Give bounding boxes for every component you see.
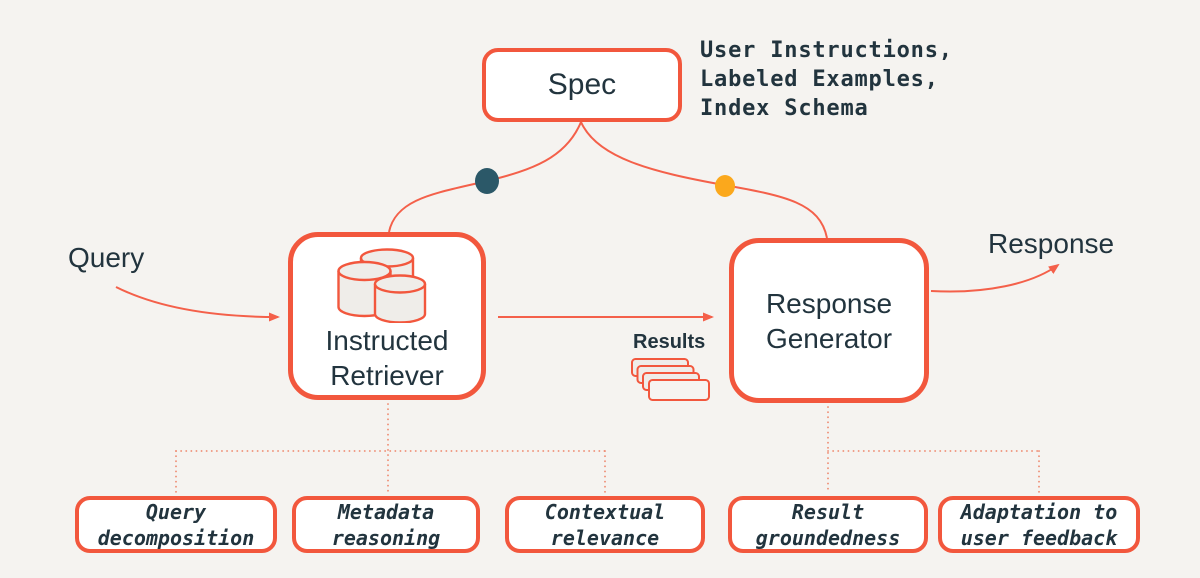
- capability-label: Result groundedness: [755, 499, 901, 550]
- response-label: Response: [988, 228, 1115, 259]
- retriever-label: Instructed Retriever: [325, 325, 449, 391]
- spec-annotation: User Instructions, Labeled Examples, Ind…: [700, 38, 953, 121]
- spec-to-retriever-curve: [388, 121, 582, 233]
- spec-node: Spec: [482, 48, 682, 122]
- capability-label: Query decomposition: [97, 499, 255, 550]
- spec-to-generator-curve: [580, 121, 828, 239]
- capability-adaptation-user-feedback: Adaptation to user feedback: [938, 496, 1140, 553]
- generator-branch-dot: [715, 175, 735, 197]
- response-arrow: [930, 263, 1060, 293]
- results-stack-icon: [631, 358, 710, 401]
- instructed-retriever-node: Instructed Retriever: [288, 232, 486, 400]
- capability-label: Metadata reasoning: [331, 499, 441, 550]
- capability-label: Contextual relevance: [544, 499, 666, 550]
- capability-label: Adaptation to user feedback: [960, 499, 1118, 550]
- query-arrow: [115, 286, 280, 322]
- capability-contextual-relevance: Contextual relevance: [505, 496, 705, 553]
- query-label: Query: [68, 242, 145, 273]
- spec-label: Spec: [547, 68, 617, 101]
- capability-query-decomposition: Query decomposition: [75, 496, 277, 553]
- results-label: Results: [633, 331, 706, 353]
- database-cylinders-icon: [337, 248, 427, 323]
- capability-metadata-reasoning: Metadata reasoning: [292, 496, 480, 553]
- retriever-branch-dot: [475, 168, 499, 194]
- response-generator-node: Response Generator: [729, 238, 929, 403]
- generator-label: Response Generator: [765, 287, 893, 354]
- capability-result-groundedness: Result groundedness: [728, 496, 928, 553]
